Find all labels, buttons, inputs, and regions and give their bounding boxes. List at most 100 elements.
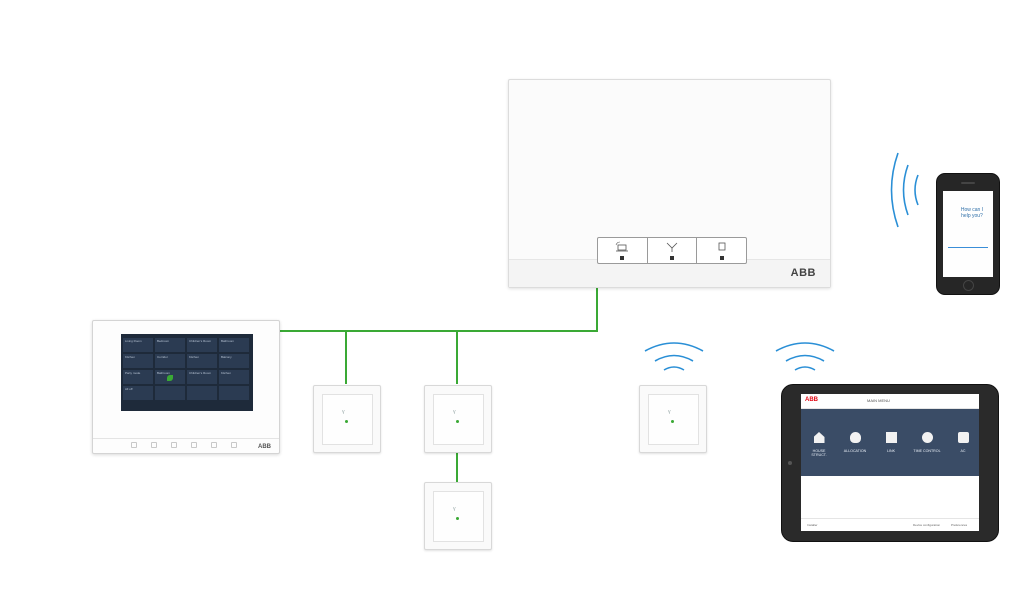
panel-tile[interactable]: Living Room xyxy=(123,338,153,352)
sensor-rocker xyxy=(322,394,373,445)
menu-tile-label: AC xyxy=(960,449,966,453)
menu-tile-more[interactable]: AC xyxy=(949,432,977,453)
access-point-square-button[interactable] xyxy=(697,238,746,263)
access-point-laptop-button[interactable] xyxy=(598,238,648,263)
panel-tile[interactable]: Party mode xyxy=(123,370,153,384)
panel-tile-label: Bathroom xyxy=(221,339,235,343)
tablet-footer: Installer Device configuration Preferenc… xyxy=(801,518,979,531)
wifi-wave-tablet xyxy=(775,342,835,371)
wireless-sensor[interactable]: ᵞ xyxy=(639,385,707,453)
tablet-page-title: MAIN MENU xyxy=(867,398,890,403)
menu-tile-label: LINK xyxy=(887,449,895,453)
menu-tile-allocation[interactable]: ALLOCATION xyxy=(841,432,869,453)
sensor-symbol-icon: ᵞ xyxy=(342,408,345,417)
panel-tile-label: Children's Room xyxy=(189,371,212,375)
control-panel-screen[interactable]: Living Room Bedroom Children's Room Bath… xyxy=(121,334,253,411)
panel-tile-label: Corridor xyxy=(157,355,168,359)
panel-divider xyxy=(93,438,279,439)
tablet-screen: ABB MAIN MENU HOUSE STRUCT. ALLOCATION L… xyxy=(801,394,979,531)
panel-tile-label: Bathroom xyxy=(157,371,171,375)
sensor-rocker xyxy=(433,394,484,445)
access-point-network-button[interactable] xyxy=(648,238,698,263)
footer-device-config-link[interactable]: Device configuration xyxy=(913,523,941,527)
laptop-wifi-icon xyxy=(616,241,629,252)
menu-tile-house-structure[interactable]: HOUSE STRUCT. xyxy=(805,432,833,457)
tablet: ABB MAIN MENU HOUSE STRUCT. ALLOCATION L… xyxy=(781,384,999,542)
panel-tile[interactable]: Kitchen xyxy=(123,354,153,368)
assistant-prompt-line: How can I xyxy=(960,207,984,213)
network-icon xyxy=(666,242,678,252)
panel-tile[interactable]: Corridor xyxy=(155,354,185,368)
menu-tile-label: TIME CONTROL xyxy=(913,449,941,453)
square-icon xyxy=(718,242,726,251)
wired-sensor-2[interactable]: ᵞ xyxy=(424,385,492,453)
menu-icon xyxy=(957,432,969,443)
panel-tile[interactable]: Children's Room xyxy=(187,370,217,384)
panel-key-icon[interactable] xyxy=(131,442,137,448)
sensor-symbol-icon: ᵞ xyxy=(453,505,456,514)
panel-key-icon[interactable] xyxy=(211,442,217,448)
menu-tile-time-control[interactable]: TIME CONTROL xyxy=(913,432,941,453)
panel-tile[interactable]: Kitchen xyxy=(187,354,217,368)
panel-tile[interactable]: Bedroom xyxy=(155,338,185,352)
panel-tile[interactable]: Kitchen xyxy=(219,370,249,384)
status-led xyxy=(670,256,674,260)
system-access-point: ABB xyxy=(508,79,831,288)
leaf-icon xyxy=(167,375,173,381)
tablet-camera xyxy=(788,461,792,465)
assistant-prompt: How can I help you? xyxy=(952,207,992,219)
assistant-listening-line xyxy=(948,247,988,248)
link-icon xyxy=(885,432,897,443)
panel-tile[interactable] xyxy=(219,386,249,400)
panel-tile-label: Kitchen xyxy=(125,355,136,359)
sensor-led xyxy=(456,517,459,520)
access-point-button-strip xyxy=(597,237,747,264)
panel-tile-label: Kitchen xyxy=(221,371,232,375)
panel-tile[interactable]: Children's Room xyxy=(187,338,217,352)
panel-tile[interactable]: All off xyxy=(123,386,153,400)
home-button[interactable] xyxy=(963,280,974,291)
wifi-wave-phone xyxy=(890,152,919,228)
footer-preferences-link[interactable]: Preferences xyxy=(951,523,968,527)
wired-sensor-3[interactable]: ᵞ xyxy=(424,482,492,550)
panel-key-icon[interactable] xyxy=(191,442,197,448)
sensor-symbol-icon: ᵞ xyxy=(668,408,671,417)
abb-logo: ABB xyxy=(258,444,271,450)
phone-screen[interactable]: How can I help you? xyxy=(943,191,993,277)
bus-wire-main xyxy=(279,287,598,332)
panel-tile[interactable]: Balcony xyxy=(219,354,249,368)
panel-key-icon[interactable] xyxy=(151,442,157,448)
panel-tile[interactable] xyxy=(155,386,185,400)
sensor-led xyxy=(456,420,459,423)
phone-speaker xyxy=(961,182,975,184)
tablet-top-bar: ABB MAIN MENU xyxy=(801,394,979,409)
menu-tile-link[interactable]: LINK xyxy=(877,432,905,453)
assistant-prompt-line: help you? xyxy=(961,213,983,219)
sensor-symbol-icon: ᵞ xyxy=(453,408,456,417)
sensor-rocker xyxy=(433,491,484,542)
panel-tile-label: Kitchen xyxy=(189,355,200,359)
panel-key-icon[interactable] xyxy=(171,442,177,448)
status-led xyxy=(620,256,625,260)
abb-logo: ABB xyxy=(805,397,818,403)
control-panel: Living Room Bedroom Children's Room Bath… xyxy=(92,320,280,454)
wired-sensor-1[interactable]: ᵞ xyxy=(313,385,381,453)
wifi-wave-sensor xyxy=(644,342,704,371)
smartphone: How can I help you? xyxy=(936,173,1000,295)
panel-tile-label: Balcony xyxy=(221,355,232,359)
house-icon xyxy=(813,432,825,443)
status-led xyxy=(719,256,724,260)
panel-tile[interactable]: Bathroom xyxy=(219,338,249,352)
panel-tile-label: Bedroom xyxy=(157,339,170,343)
panel-tile[interactable] xyxy=(187,386,217,400)
sensor-led xyxy=(345,420,348,423)
menu-tile-label: HOUSE STRUCT. xyxy=(811,449,827,457)
panel-tile-label: All off xyxy=(125,387,133,391)
bulb-icon xyxy=(849,432,861,443)
panel-tile-label: Living Room xyxy=(125,339,142,343)
panel-tile[interactable]: Bathroom xyxy=(155,370,185,384)
panel-key-icon[interactable] xyxy=(231,442,237,448)
footer-installer-link[interactable]: Installer xyxy=(807,523,818,527)
bus-wires xyxy=(279,287,598,483)
